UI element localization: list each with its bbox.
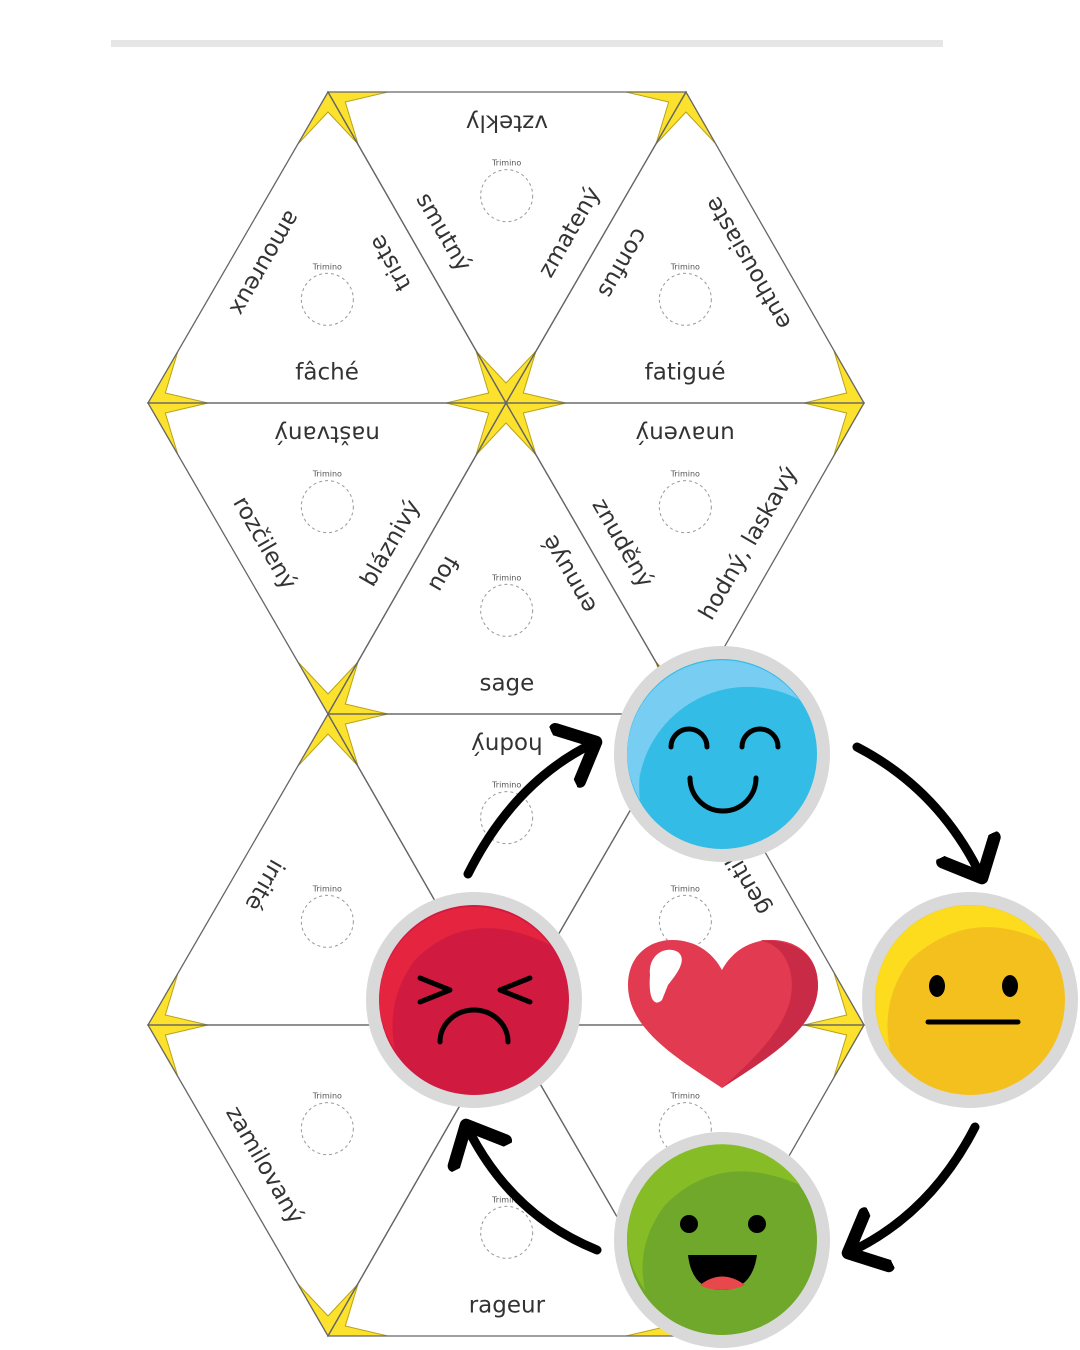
trimino-logo: Trimino xyxy=(480,159,534,223)
trimino-logo: Trimino xyxy=(480,781,534,845)
arrow-red-to-happy xyxy=(463,742,596,879)
triangle-outline xyxy=(504,402,866,716)
svg-text:Trimino: Trimino xyxy=(670,884,700,893)
trimino-logo: Trimino xyxy=(300,884,354,948)
svg-text:Trimino: Trimino xyxy=(312,470,342,479)
emotion-word-label: vztekly xyxy=(466,109,548,135)
emotion-word-label: irrité xyxy=(240,855,290,915)
emotion-word-label: fâché xyxy=(295,360,359,386)
star-icon xyxy=(267,1283,389,1336)
emotion-word-label: fou xyxy=(423,551,464,596)
heart-icon xyxy=(628,940,818,1088)
trimino-logo: Trimino xyxy=(300,470,354,534)
angry-face-icon xyxy=(366,892,582,1108)
emotion-word-label: bláznivý xyxy=(355,495,425,591)
svg-text:Trimino: Trimino xyxy=(491,781,521,790)
svg-text:Trimino: Trimino xyxy=(312,262,342,271)
emotion-word-label: hodný, laskavý xyxy=(694,462,803,625)
trimino-logo: Trimino xyxy=(658,884,712,948)
svg-text:Trimino: Trimino xyxy=(491,573,521,582)
trimino-logo: Trimino xyxy=(658,1092,712,1156)
svg-text:Trimino: Trimino xyxy=(670,262,700,271)
arrow-neutral-to-laughing xyxy=(848,1122,980,1253)
top-divider xyxy=(111,40,943,47)
emotion-word-label: ennuyé xyxy=(537,530,602,617)
arrow-laughing-to-red xyxy=(466,1125,602,1255)
trimino-logo: Trimino xyxy=(658,470,712,534)
neutral-face-icon xyxy=(862,892,1078,1108)
trimino-logo: Trimino xyxy=(658,262,712,326)
emotion-word-label: enthousiaste xyxy=(700,192,797,334)
svg-text:Trimino: Trimino xyxy=(491,159,521,168)
emotion-word-label: triste xyxy=(364,230,417,295)
trimino-logo: Trimino xyxy=(480,1195,534,1259)
trimino-logo: Trimino xyxy=(480,573,534,637)
cycle-arrows xyxy=(466,742,982,1253)
trimino-logo: Trimino xyxy=(300,262,354,326)
emotion-word-label: confus xyxy=(592,223,652,302)
emotion-word-label: hodný xyxy=(471,731,542,757)
arrow-happy-to-neutral xyxy=(852,742,982,878)
svg-text:Trimino: Trimino xyxy=(312,1092,342,1101)
emotion-word-label: zamilovaný xyxy=(220,1102,308,1229)
svg-text:Trimino: Trimino xyxy=(670,470,700,479)
emotion-word-label: zmatený xyxy=(533,182,605,282)
emotion-word-label: naštvaný xyxy=(274,420,380,446)
emotion-word-label: sage xyxy=(479,671,534,697)
trimino-logo: Trimino xyxy=(300,1092,354,1156)
emotion-word-label: rozčilený xyxy=(227,492,301,594)
laughing-face-icon xyxy=(614,1132,830,1348)
svg-text:Trimino: Trimino xyxy=(670,1092,700,1101)
svg-text:Trimino: Trimino xyxy=(491,1195,521,1204)
happy-face-icon xyxy=(614,646,830,862)
emotion-word-label: rageur xyxy=(469,1293,546,1319)
svg-text:Trimino: Trimino xyxy=(312,884,342,893)
emotion-word-label: amoureux xyxy=(224,206,305,320)
emotion-word-label: unavený xyxy=(635,420,734,446)
emotion-word-label: fatigué xyxy=(645,360,726,386)
emotion-word-label: znuděný xyxy=(587,494,659,592)
emotion-word-label: smutný xyxy=(411,188,477,276)
